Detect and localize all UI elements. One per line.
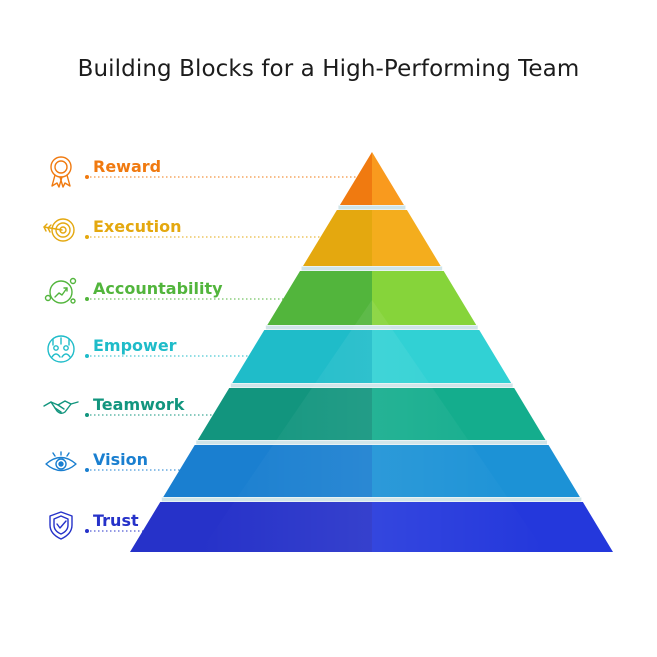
leader-line — [85, 297, 288, 301]
pyramid-tier-execution — [303, 210, 441, 266]
team-raised-hands-icon — [47, 335, 75, 363]
tier-label-execution: Execution — [93, 217, 182, 236]
target-arrow-icon — [43, 218, 75, 242]
pyramid-highlight — [200, 300, 545, 552]
tier-label-empower: Empower — [93, 336, 177, 355]
leader-line — [85, 235, 325, 239]
tier-label-vision: Vision — [93, 450, 148, 469]
leader-line — [85, 529, 147, 533]
growth-chart-icon — [44, 277, 77, 304]
eye-icon — [45, 451, 77, 472]
tier-label-reward: Reward — [93, 157, 161, 176]
tier-label-trust: Trust — [93, 511, 139, 530]
page-title: Building Blocks for a High-Performing Te… — [77, 56, 580, 82]
pyramid-tier-reward — [339, 152, 404, 205]
pyramid-tier-accountability — [267, 271, 477, 325]
tier-label-teamwork: Teamwork — [93, 395, 185, 414]
handshake-icon — [43, 400, 79, 414]
shield-check-icon — [49, 511, 73, 540]
leader-line — [85, 175, 361, 179]
tier-label-accountability: Accountability — [93, 279, 223, 298]
award-ribbon-icon — [50, 156, 72, 188]
leader-line — [85, 468, 184, 472]
leader-line — [85, 413, 217, 417]
leader-line — [85, 354, 253, 358]
